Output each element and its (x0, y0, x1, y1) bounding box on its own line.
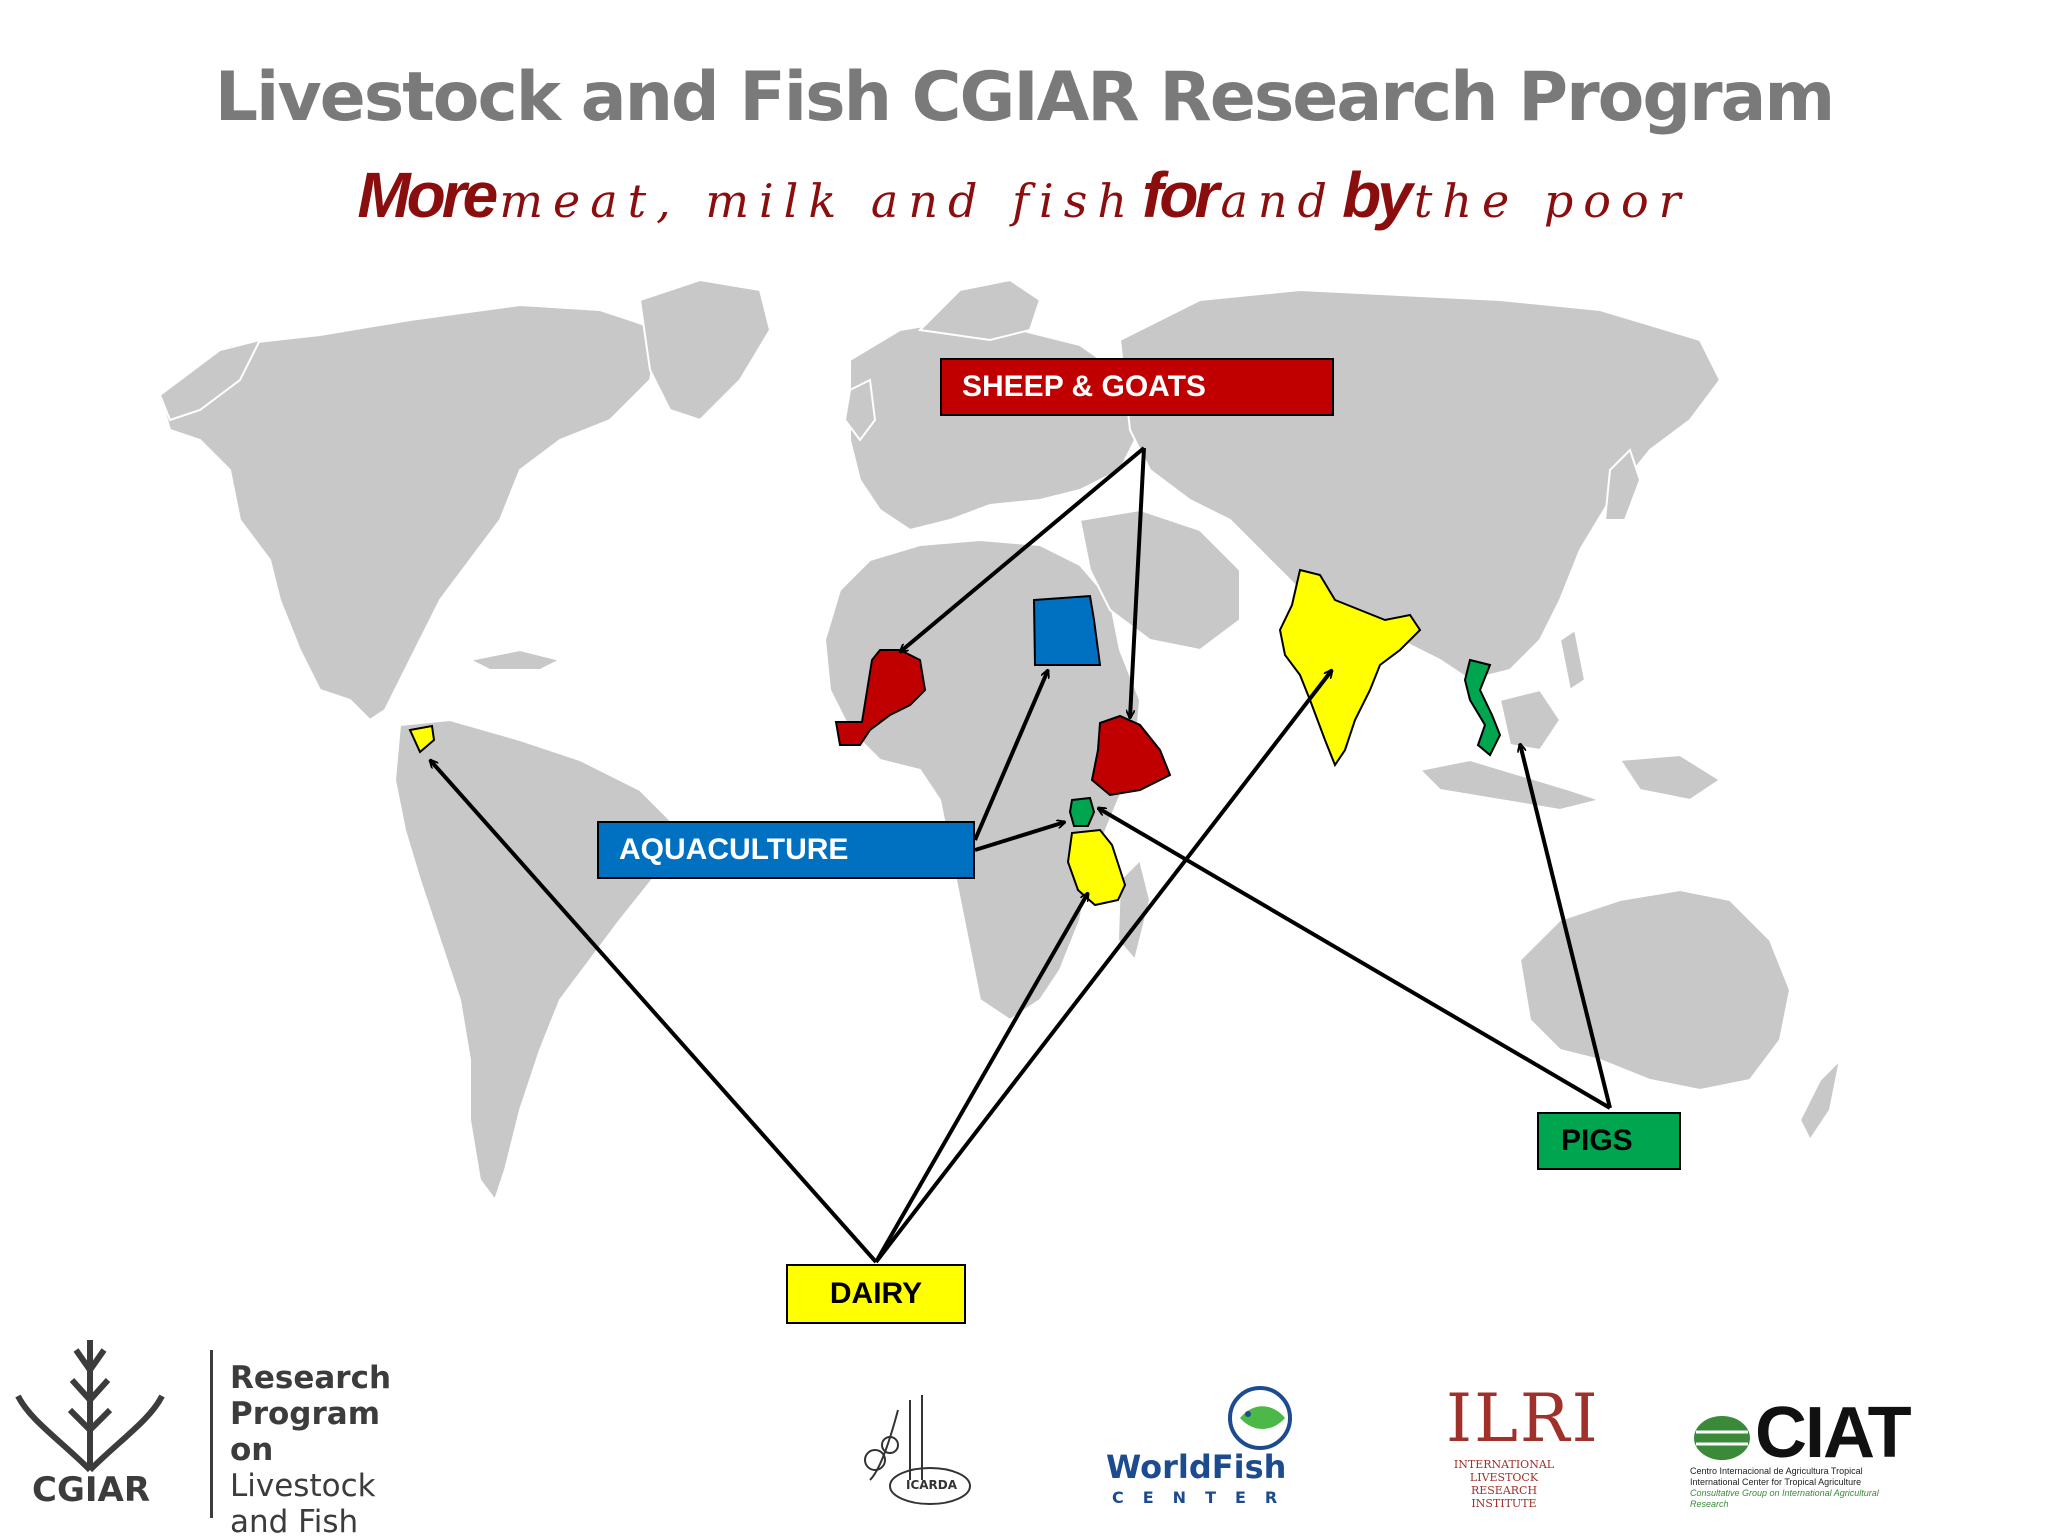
ilri-sub-line-2: LIVESTOCK RESEARCH (1469, 1471, 1539, 1497)
north-america (158, 303, 662, 722)
ciat-logo-text: CIAT (1755, 1393, 1912, 1473)
borneo (1498, 688, 1562, 752)
cgiar-line-3: Livestock (230, 1468, 376, 1504)
cgiar-line-2: Program on (230, 1396, 381, 1468)
label-aquaculture: AQUACULTURE (597, 821, 975, 879)
page-subtitle: More meat, milk and fish for and by the … (0, 158, 2048, 232)
ciat-subtitle: Centro Internacional de Agricultura Trop… (1690, 1466, 1900, 1510)
worldfish-center-text: CENTER (1112, 1488, 1297, 1507)
cgiar-line-1: Research (230, 1360, 392, 1396)
ilri-subtitle: INTERNATIONAL LIVESTOCK RESEARCH INSTITU… (1446, 1458, 1562, 1510)
ciat-sub-line-1: Centro Internacional de Agricultura Trop… (1690, 1466, 1863, 1476)
country-tanzania (1066, 828, 1127, 907)
label-dairy: DAIRY (786, 1264, 966, 1324)
scandinavia (917, 278, 1042, 342)
subtitle-by: by (1342, 159, 1413, 231)
arrow-pigs-to-vietnam (1520, 744, 1612, 1109)
indonesia (1417, 758, 1604, 812)
new-guinea (1618, 753, 1722, 802)
japan (1603, 448, 1642, 521)
south-america (393, 718, 672, 1203)
country-egypt (1032, 594, 1102, 666)
ciat-leaf-icon (1694, 1416, 1750, 1460)
arrow-dairy-to-nicaragua (430, 760, 878, 1264)
cgiar-program-text: Research Program on Livestock and Fish (230, 1360, 410, 1540)
alaska (158, 338, 262, 422)
connector-arrows (430, 446, 1612, 1264)
cgiar-wheat-icon (15, 1340, 165, 1473)
country-vietnam (1463, 658, 1502, 757)
subtitle-more: More (357, 159, 498, 231)
arrow-pigs-to-uganda (1098, 806, 1612, 1110)
highlighted-countries (408, 568, 1502, 907)
arrow-aqua-to-uganda (974, 822, 1065, 852)
icarda-logo-text: ICARDA (906, 1478, 958, 1492)
land-masses (158, 278, 1842, 1203)
ilri-sub-line-3: INSTITUTE (1471, 1497, 1537, 1510)
arrow-dairy-to-tanzania (874, 893, 1090, 1263)
philippines (1558, 628, 1587, 692)
cgiar-logo: Research Program on Livestock and Fish C… (10, 1330, 410, 1540)
arrow-sheep-to-mali (900, 446, 1146, 652)
page-title: Livestock and Fish CGIAR Research Progra… (214, 58, 1836, 137)
europe (849, 318, 1142, 532)
uk (843, 378, 877, 442)
subtitle-for: for (1142, 159, 1219, 231)
arrow-dairy-to-india (874, 670, 1332, 1264)
ilri-logo-text: ILRI (1446, 1380, 1600, 1457)
cgiar-divider (210, 1350, 213, 1518)
greenland (638, 278, 772, 422)
cgiar-line-4: and Fish (230, 1504, 359, 1540)
country-uganda (1068, 796, 1096, 827)
arrow-aqua-to-egypt (973, 670, 1050, 841)
subtitle-the-poor: the poor (1413, 174, 1691, 228)
worldfish-fish-icon (1228, 1386, 1292, 1450)
cuba (466, 648, 563, 671)
country-india (1278, 568, 1422, 768)
new-zealand (1798, 1056, 1842, 1142)
ilri-sub-line-1: INTERNATIONAL (1453, 1458, 1555, 1471)
country-ethiopia (1090, 714, 1172, 797)
middle-east (1078, 508, 1241, 652)
subtitle-and: and (1220, 174, 1337, 228)
arrow-sheep-to-ethiopia (1130, 447, 1146, 718)
country-mali (834, 649, 927, 746)
label-pigs: PIGS (1537, 1112, 1681, 1170)
worldfish-logo-text: WorldFish (1106, 1448, 1287, 1486)
subtitle-meat-milk-fish: meat, milk and fish (499, 174, 1137, 228)
country-nicaragua (408, 724, 436, 754)
ciat-sub-line-3: Consultative Group on International Agri… (1690, 1488, 1879, 1509)
label-sheep-goats: SHEEP & GOATS (940, 358, 1334, 416)
australia (1518, 888, 1792, 1092)
icarda-logo-graphic (864, 1395, 971, 1505)
ciat-sub-line-2: International Center for Tropical Agricu… (1690, 1477, 1862, 1487)
cgiar-wordmark: CGIAR (32, 1470, 151, 1510)
